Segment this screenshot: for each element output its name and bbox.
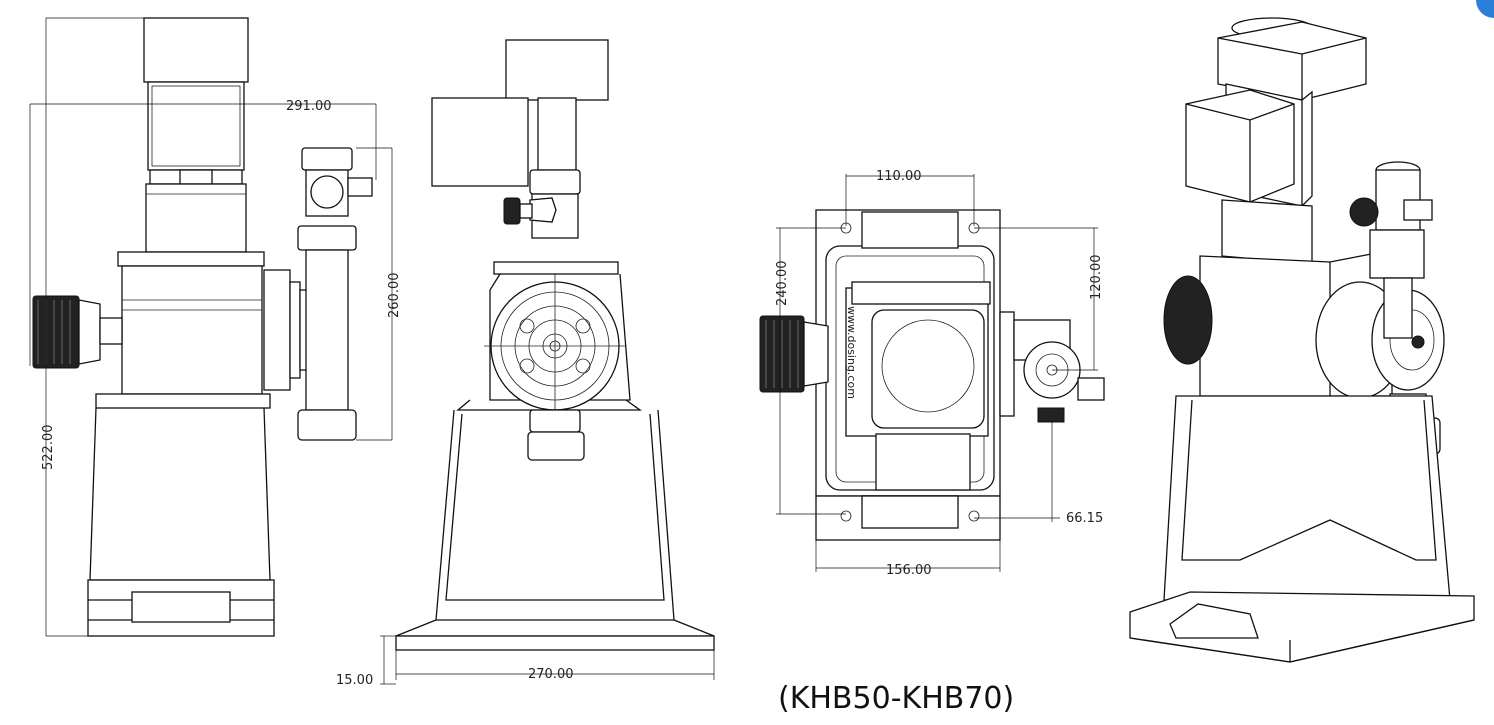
dim-top-hole-spacing: 110.00 — [876, 169, 922, 184]
dim-top-side-spacing: 240.00 — [775, 261, 790, 307]
top-view: www.dosing.com 110.00 240.00 120.00 — [759, 169, 1105, 578]
dim-base-width: 270.00 — [528, 667, 574, 682]
watermark-text: www.dosing.com — [845, 306, 858, 399]
corner-accent-icon — [1476, 0, 1494, 18]
dim-top-outlet-offset: 66.15 — [1066, 511, 1103, 526]
dim-head-height: 260.00 — [387, 273, 402, 319]
dim-side-height: 522.00 — [41, 425, 56, 471]
dim-base-thickness: 15.00 — [336, 673, 373, 688]
model-caption: (KHB50-KHB70) — [778, 681, 1014, 716]
dim-top-base-width: 156.00 — [886, 563, 932, 578]
side-view: 291.00 522.00 260.00 — [29, 17, 402, 637]
isometric-view — [1129, 17, 1475, 663]
dim-top-head-offset: 120.00 — [1089, 255, 1104, 301]
dim-side-width: 291.00 — [286, 99, 332, 114]
front-view: 15.00 270.00 — [336, 39, 715, 688]
